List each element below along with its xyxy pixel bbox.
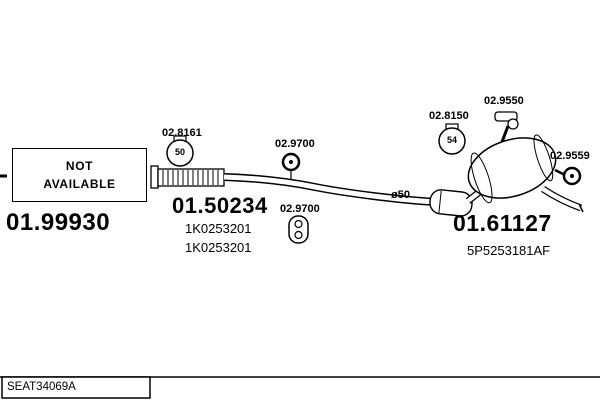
fitting-label-clamp-rear: 02.8150: [429, 110, 469, 122]
tail-ring-hanger-icon: [562, 166, 582, 186]
part-number-center: 01.50234: [172, 193, 268, 218]
pipe-diameter-label: ø50: [391, 189, 410, 201]
exhaust-pipe: [223, 173, 437, 206]
bracket-hanger-icon: [494, 111, 519, 130]
flex-pipe: [157, 168, 225, 187]
resonator: [429, 189, 473, 217]
oe-ref-center-1: 1K0253201: [185, 221, 252, 236]
fitting-label-ring-top: 02.9700: [275, 138, 315, 150]
drawing-code: SEAT34069A: [7, 381, 76, 393]
fitting-label-hanger-bottom: 02.9700: [280, 203, 320, 215]
clamp-front-size: 50: [174, 147, 185, 157]
tailpipe: [541, 186, 584, 213]
footer-title-box: [1, 376, 151, 399]
part-number-left: 01.99930: [6, 209, 111, 236]
not-available-line1: NOT: [65, 159, 94, 173]
fitting-label-clamp-front: 02.8161: [162, 127, 202, 139]
clamp-rear-size: 54: [446, 135, 457, 145]
clamp-rear-icon: [438, 123, 466, 155]
oe-ref-center-2: 1K0253201: [185, 240, 252, 255]
not-available-box: NOT AVAILABLE: [12, 148, 147, 202]
not-available-line2: AVAILABLE: [43, 177, 116, 191]
oe-ref-right: 5P5253181AF: [467, 243, 551, 258]
clamp-front-icon: [166, 135, 194, 167]
part-number-right: 01.61127: [453, 210, 552, 236]
fitting-label-ring-rear: 02.9559: [550, 150, 590, 162]
ring-hanger-icon: [281, 152, 301, 180]
rubber-hanger-icon: [288, 215, 309, 244]
fitting-label-bracket-top: 02.9550: [484, 95, 524, 107]
rear-muffler: [467, 125, 566, 204]
pipe-flange: [150, 165, 159, 189]
